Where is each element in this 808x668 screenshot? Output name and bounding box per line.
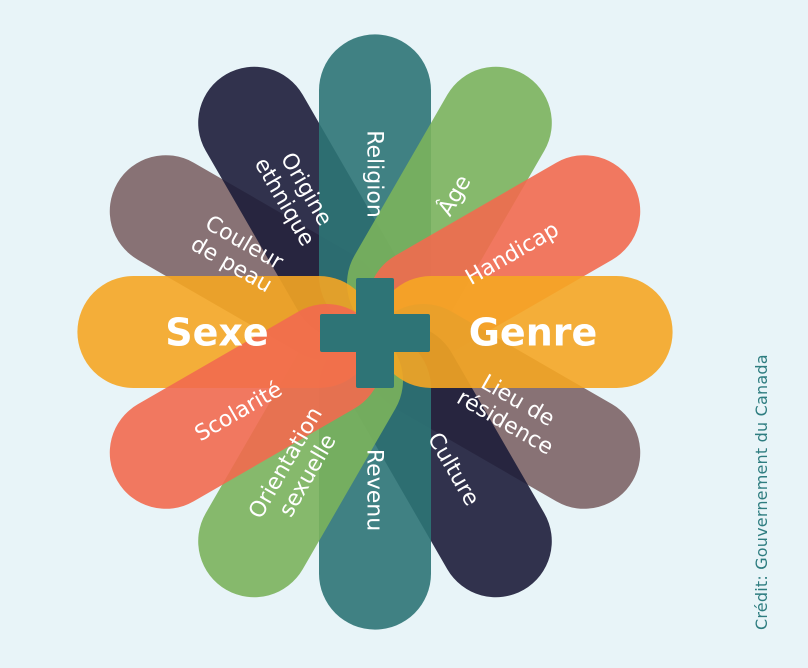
petal-label-line: Sexe <box>165 310 268 354</box>
petal-label-religion: Religion <box>361 130 386 218</box>
petal-label-sexe: Sexe <box>165 310 268 354</box>
petal-scolarite <box>109 304 383 509</box>
petal-label-genre: Genre <box>469 310 598 354</box>
petal-label-line: Revenu <box>361 449 386 531</box>
petal-label-revenu: Revenu <box>361 449 386 531</box>
petal-genre <box>375 276 673 388</box>
petal-shape-genre <box>375 276 673 388</box>
petal-shape-scolarite <box>109 304 383 509</box>
petal-label-line: Genre <box>469 310 598 354</box>
center-plus-icon <box>320 278 430 388</box>
petal-label-line: Religion <box>361 130 386 218</box>
credit-label: Crédit: Gouvernement du Canada <box>752 354 771 630</box>
